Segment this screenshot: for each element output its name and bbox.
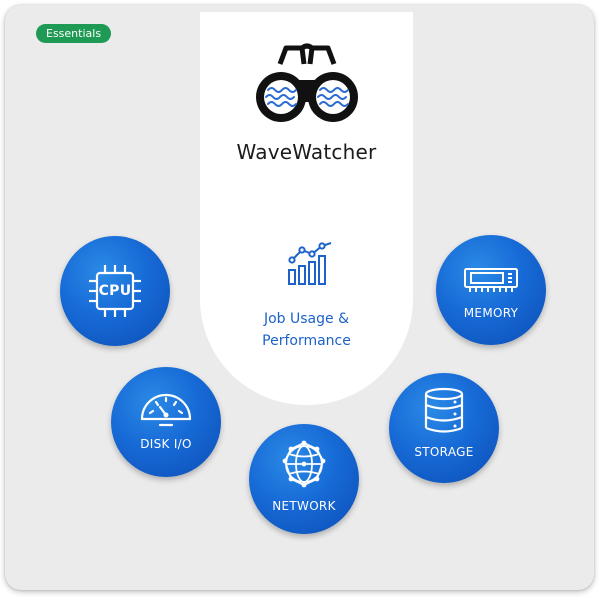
globe-network-icon <box>282 440 326 488</box>
job-usage-line2: Performance <box>262 333 351 349</box>
card-frame: Essentials WaveWatcher <box>5 5 594 590</box>
gauge-icon <box>140 393 192 427</box>
app-title: WaveWatcher <box>236 140 377 164</box>
storage-button[interactable]: STORAGE <box>389 373 499 483</box>
ram-module-icon <box>464 268 518 292</box>
line-bar-chart-icon <box>288 242 332 285</box>
disk-io-label: DISK I/O <box>140 437 192 451</box>
cpu-button[interactable]: CPU <box>60 236 170 346</box>
cpu-chip-icon <box>89 265 141 317</box>
job-usage-title: Job Usage & Performance <box>200 308 413 352</box>
job-usage-line1: Job Usage & <box>263 311 350 327</box>
memory-label: MEMORY <box>463 306 519 320</box>
disk-io-button[interactable]: DISK I/O <box>111 367 221 477</box>
network-label: NETWORK <box>272 499 336 513</box>
binoculars-wave-icon <box>256 43 358 122</box>
network-button[interactable]: NETWORK <box>249 424 359 534</box>
memory-button[interactable]: MEMORY <box>436 235 546 345</box>
center-panel: WaveWatcher Job Usage & Performance <box>200 12 413 405</box>
database-icon <box>424 387 464 433</box>
essentials-badge: Essentials <box>36 24 112 43</box>
storage-label: STORAGE <box>414 445 474 459</box>
cpu-label: CPU <box>98 283 132 299</box>
